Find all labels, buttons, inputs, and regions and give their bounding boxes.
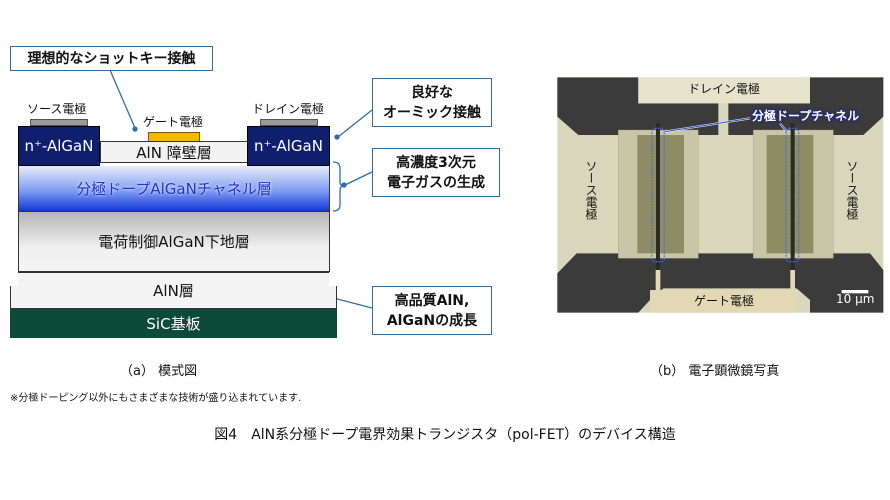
gate-finger-right [790, 123, 795, 270]
brace [332, 161, 345, 212]
drain-metal [260, 119, 318, 126]
drain-pad [638, 77, 810, 104]
dark-region-top-left [557, 77, 719, 135]
channel-label: 分極ドープチャネル [752, 109, 860, 123]
callout-schottky: 理想的なショットキー接触 [10, 46, 213, 71]
channel-outline-left [651, 127, 665, 263]
micrograph-image [557, 77, 884, 313]
aln-barrier-layer: AlN 障壁層 [100, 141, 248, 163]
dark-region-top-right [728, 77, 884, 135]
caption-a: （a） 模式図 [120, 364, 198, 379]
caption-b: （b） 電子顕微鏡写真 [650, 364, 780, 379]
footnote: ※分極ドーピング以外にもさまざまな技術が盛り込まれています. [10, 393, 302, 404]
drain-label: ドレイン電極 [688, 82, 761, 96]
n-plus-algan-left: n⁺-AlGaN [18, 126, 100, 166]
callout-ohmic: 良好なオーミック接触 [372, 78, 492, 127]
drain-electrode-label: ドレイン電極 [252, 102, 325, 116]
source-electrode-label: ソース電極 [27, 102, 87, 116]
polarization-doped-channel-layer: 分極ドープAlGaNチャネル層 [18, 166, 330, 212]
charge-control-underlayer: 電荷制御AlGaN下地層 [18, 212, 330, 272]
sic-substrate: SiC基板 [10, 309, 337, 338]
callout-growth: 高品質AlN,AlGaNの成長 [372, 286, 492, 335]
gate-pad [650, 290, 797, 313]
source-label-left: ソース電極 [584, 160, 598, 220]
gate-electrode-label: ゲート電極 [143, 115, 204, 129]
source-metal [30, 119, 88, 126]
gate-finger-left [656, 123, 660, 270]
scale-bar-label: 10 μm [836, 292, 875, 306]
n-plus-algan-right: n⁺-AlGaN [247, 126, 330, 166]
active-region-left [637, 135, 684, 254]
figure-title: 図4 AlN系分極ドープ電界効果トランジスタ（pol-FET）のデバイス構造 [214, 427, 676, 443]
source-label-right: ソース電極 [845, 160, 859, 220]
dark-region-bottom [557, 253, 884, 313]
scale-bar [841, 290, 869, 294]
callout-2deg: 高濃度3次元電子ガスの生成 [372, 148, 500, 197]
aln-layer: AlN層 [10, 272, 337, 309]
active-region-right [766, 135, 814, 254]
gate-label: ゲート電極 [694, 294, 755, 308]
